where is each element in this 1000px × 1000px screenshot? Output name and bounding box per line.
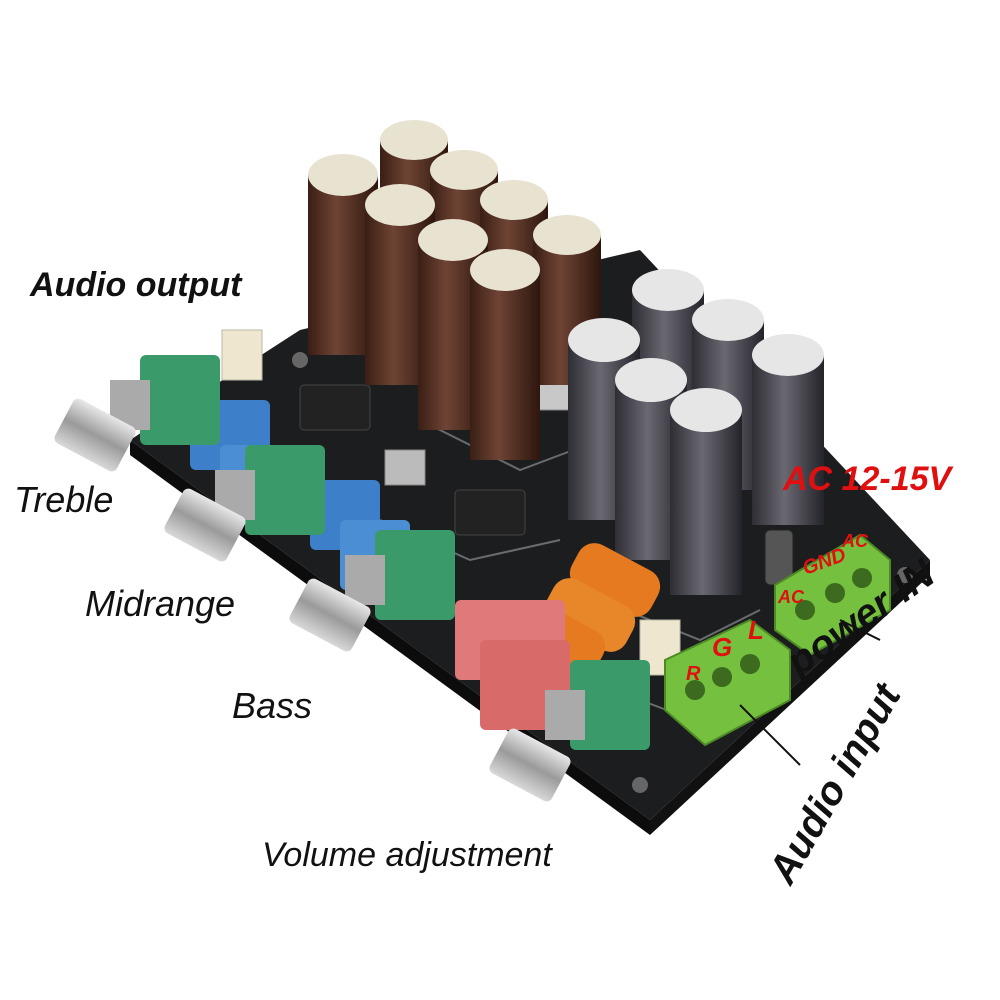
label-audio-output: Audio output: [30, 266, 242, 304]
film-capacitors: [455, 543, 661, 730]
capacitor: [470, 249, 540, 460]
potentiometer-volume[interactable]: [487, 660, 650, 804]
mount-hole: [632, 777, 648, 793]
power-input-terminal[interactable]: [774, 533, 891, 657]
label-ac-voltage: AC 12-15V: [783, 460, 952, 498]
mount-hole: [292, 352, 308, 368]
potentiometer-treble[interactable]: [52, 355, 220, 474]
orange-capacitor: [569, 543, 661, 617]
label-treble: Treble: [14, 479, 114, 520]
potentiometer-midrange[interactable]: [162, 445, 325, 564]
relay-block: [384, 449, 426, 486]
potentiometer-bass[interactable]: [287, 530, 455, 654]
opamp-chip: [454, 489, 526, 536]
gray-capacitors: [568, 269, 824, 595]
terminal-label-r: R: [686, 663, 701, 685]
mount-hole: [897, 567, 913, 583]
orange-capacitor: [544, 578, 636, 652]
audio-input-terminal[interactable]: [664, 618, 791, 747]
brown-capacitors: [308, 120, 601, 460]
terminal-label-l: L: [748, 615, 764, 645]
label-bass: Bass: [232, 685, 313, 726]
opamp-chip: [299, 384, 371, 431]
capacitor: [670, 388, 742, 595]
output-connector: [221, 329, 263, 381]
terminal-label-ac-top: AC: [842, 531, 868, 551]
terminal-label-ac-bottom: AC: [778, 587, 804, 607]
pointer-lines: [739, 619, 881, 766]
label-midrange: Midrange: [85, 583, 236, 624]
label-volume-adjustment: Volume adjustment: [262, 836, 552, 874]
terminal-label-g: G: [712, 632, 733, 662]
capacitor: [752, 334, 824, 525]
